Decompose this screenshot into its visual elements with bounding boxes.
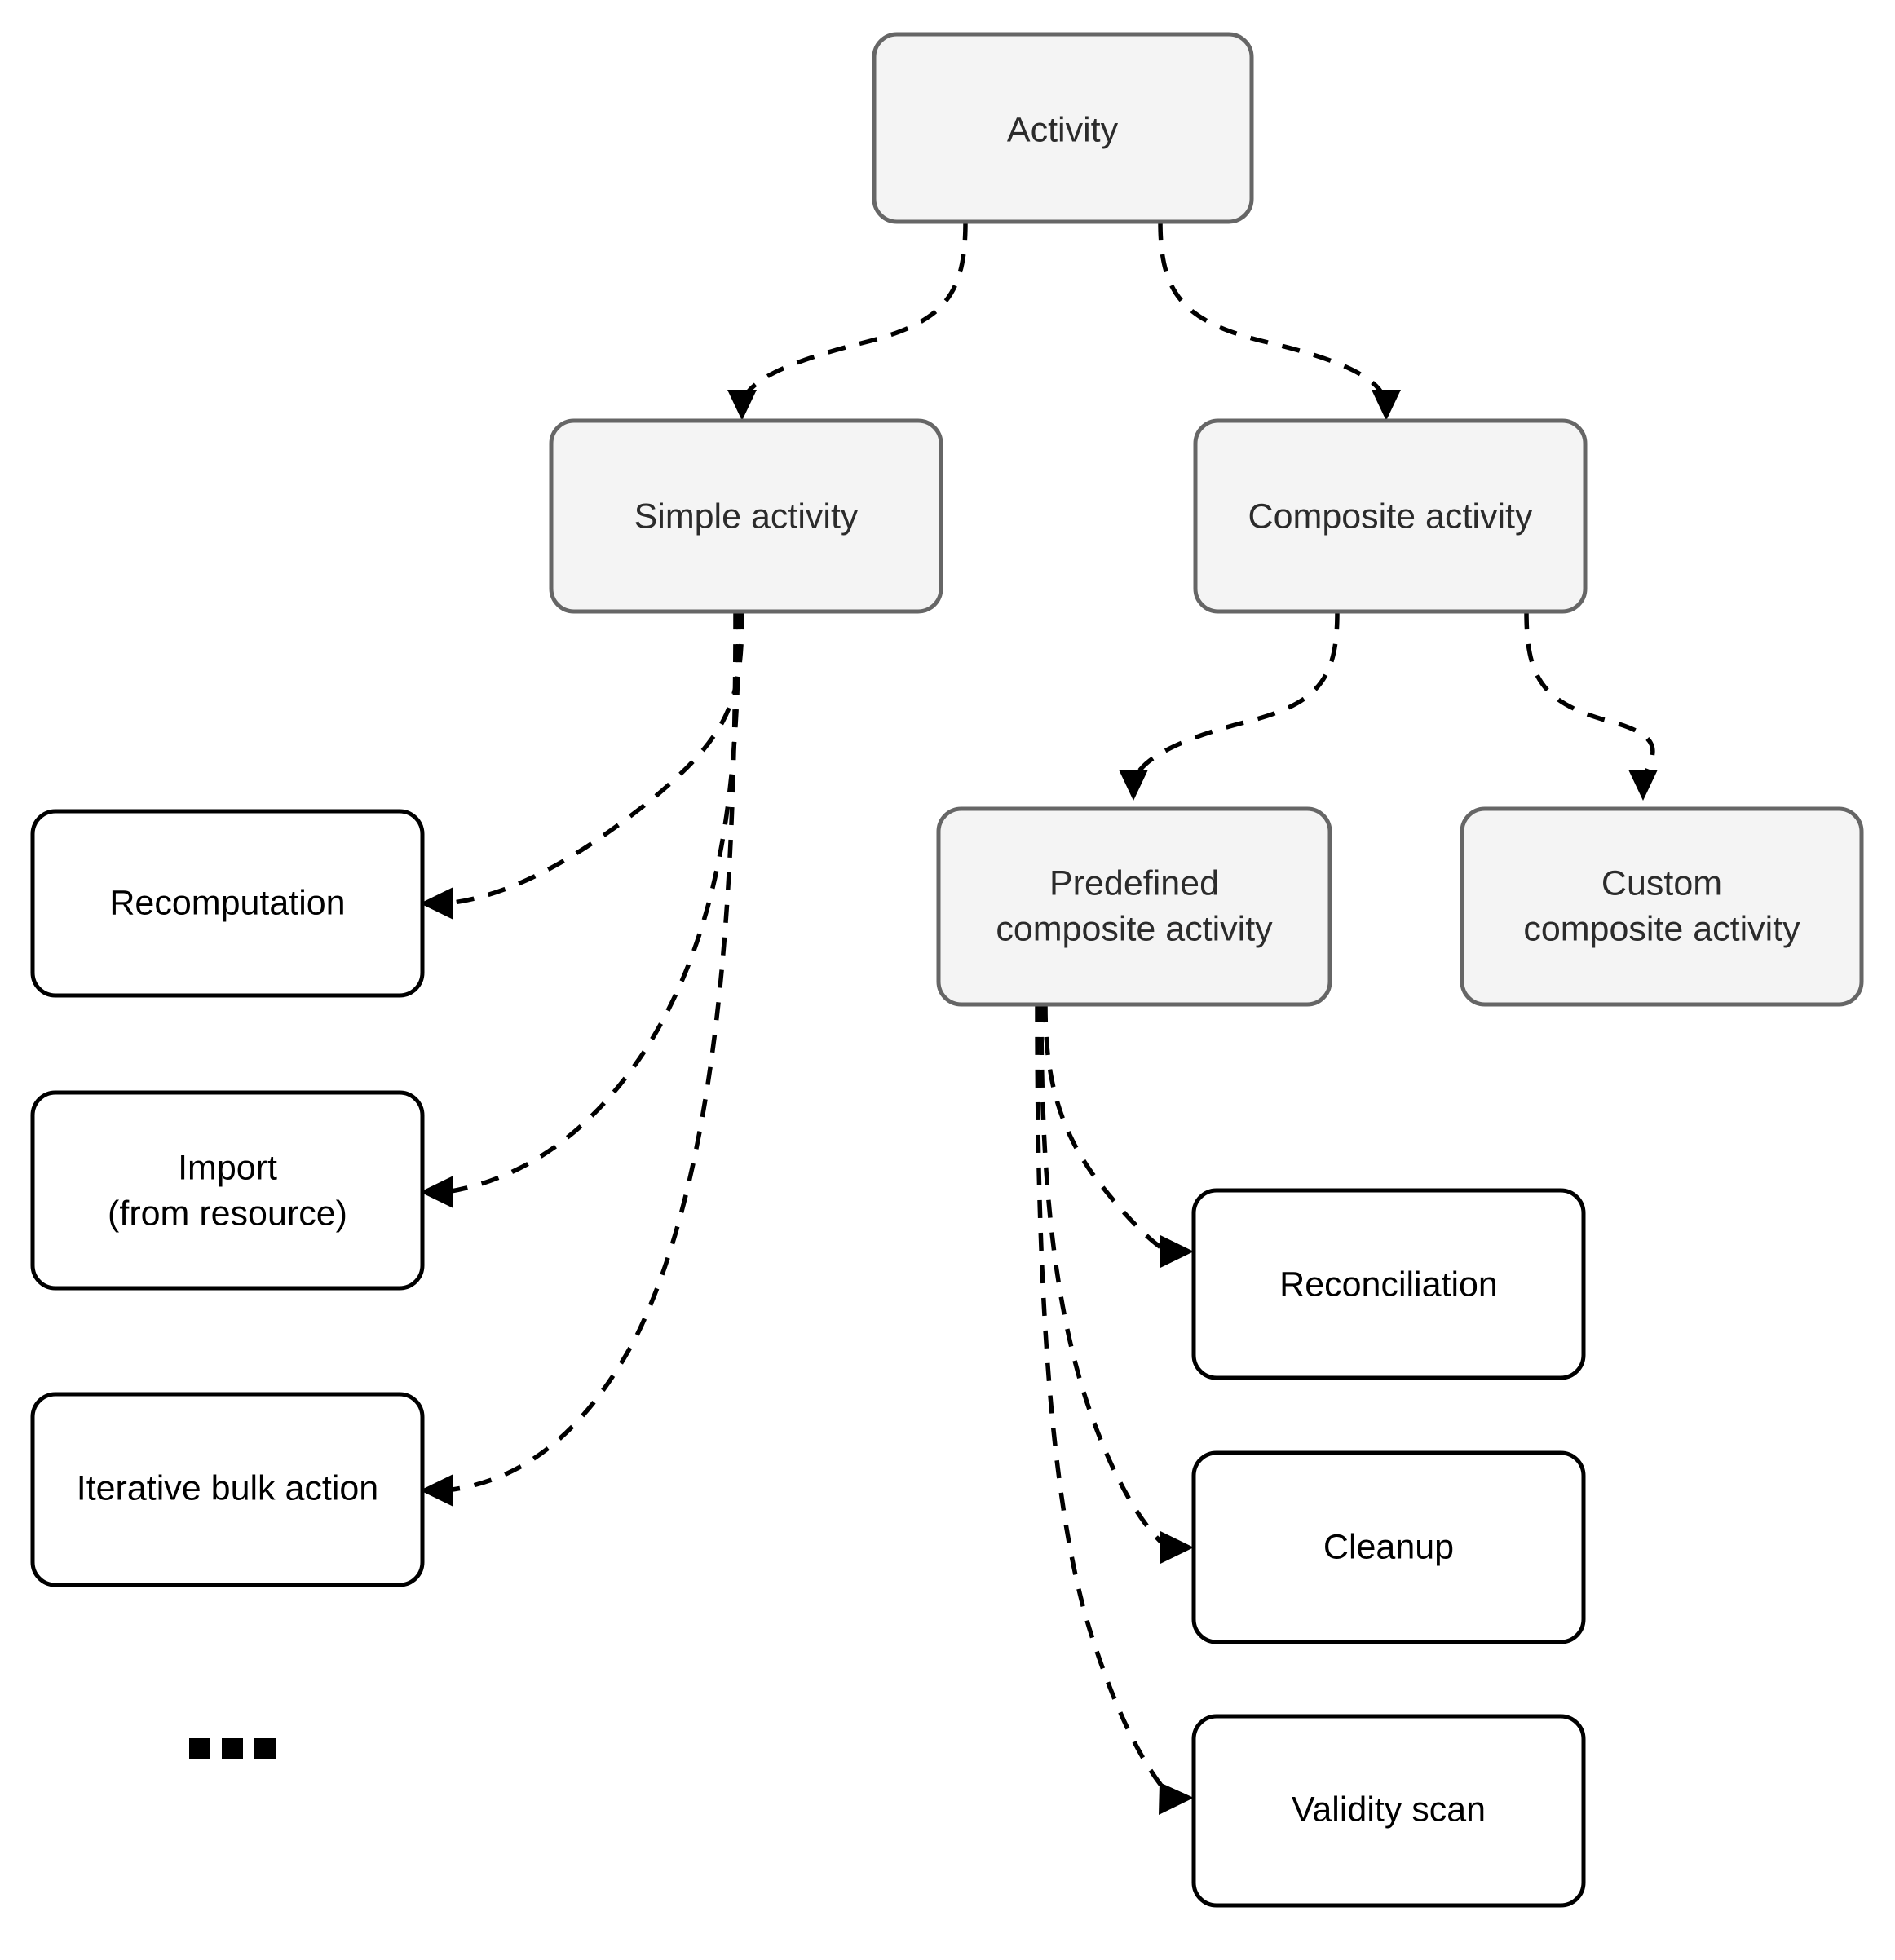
arrowhead-icon xyxy=(1628,770,1658,801)
node-simple-activity-box[interactable] xyxy=(549,418,943,614)
ellipsis-dot-2 xyxy=(222,1738,243,1759)
node-predefined-composite-activity-label-line2: composite activity xyxy=(996,909,1273,948)
arrowhead-icon xyxy=(1160,1531,1194,1564)
node-validity-scan[interactable]: Validity scan xyxy=(1191,1714,1586,1908)
edge-composite-activity-to-predefined xyxy=(1119,611,1340,801)
node-iterative-bulk-action[interactable]: Iterative bulk action xyxy=(30,1392,425,1587)
edge-activity-to-simple-activity xyxy=(727,221,968,421)
node-custom-composite-activity-label-line2: composite activity xyxy=(1523,909,1800,948)
arrowhead-icon xyxy=(1159,1782,1194,1815)
node-cleanup-label: Cleanup xyxy=(1323,1527,1454,1566)
node-import-from-resource[interactable]: Import (from resource) xyxy=(30,1090,425,1291)
node-recomputation-label: Recomputation xyxy=(109,883,345,922)
node-import-from-resource-box[interactable] xyxy=(30,1090,425,1291)
node-iterative-bulk-action-box[interactable] xyxy=(30,1392,425,1587)
more-items-ellipsis xyxy=(189,1738,276,1759)
node-composite-activity[interactable]: Composite activity xyxy=(1193,418,1588,614)
ellipsis-dot-3 xyxy=(254,1738,276,1759)
node-recomputation[interactable]: Recomputation xyxy=(30,809,425,998)
edge-predefined-to-reconciliation xyxy=(1043,1004,1194,1268)
node-iterative-bulk-action-label: Iterative bulk action xyxy=(77,1468,378,1508)
edge-simple-activity-to-recomputation xyxy=(420,611,744,920)
node-import-from-resource-label-line2: (from resource) xyxy=(108,1194,347,1233)
node-predefined-composite-activity[interactable]: Predefined composite activity xyxy=(936,806,1332,1007)
node-simple-activity[interactable]: Simple activity xyxy=(549,418,943,614)
node-composite-activity-box[interactable] xyxy=(1193,418,1588,614)
arrowhead-icon xyxy=(1119,770,1148,801)
node-predefined-composite-activity-box[interactable] xyxy=(936,806,1332,1007)
node-recomputation-box[interactable] xyxy=(30,809,425,998)
node-activity[interactable]: Activity xyxy=(872,32,1254,224)
edge-predefined-to-validity-scan xyxy=(1035,1004,1194,1815)
node-simple-activity-label: Simple activity xyxy=(634,497,859,536)
node-custom-composite-activity[interactable]: Custom composite activity xyxy=(1460,806,1864,1007)
edge-simple-activity-to-import xyxy=(420,611,741,1208)
node-activity-box[interactable] xyxy=(872,32,1254,224)
node-custom-composite-activity-box[interactable] xyxy=(1460,806,1864,1007)
node-import-from-resource-label-line1: Import xyxy=(178,1148,277,1187)
node-activity-label: Activity xyxy=(1007,110,1119,149)
node-reconciliation[interactable]: Reconciliation xyxy=(1191,1188,1586,1380)
node-reconciliation-box[interactable] xyxy=(1191,1188,1586,1380)
node-cleanup-box[interactable] xyxy=(1191,1450,1586,1644)
ellipsis-dot-1 xyxy=(189,1738,210,1759)
node-predefined-composite-activity-label-line1: Predefined xyxy=(1049,863,1219,903)
edge-composite-activity-to-custom xyxy=(1524,611,1658,801)
node-layer: Activity Simple activity Composite activ… xyxy=(30,32,1864,1908)
edge-layer xyxy=(420,221,1658,1815)
arrowhead-icon xyxy=(1160,1235,1194,1268)
arrowhead-icon xyxy=(1372,390,1401,421)
arrowhead-icon xyxy=(420,1474,453,1507)
node-validity-scan-box[interactable] xyxy=(1191,1714,1586,1908)
edge-predefined-to-cleanup xyxy=(1039,1004,1194,1564)
node-composite-activity-label: Composite activity xyxy=(1248,497,1533,536)
node-custom-composite-activity-label-line1: Custom xyxy=(1601,863,1722,903)
arrowhead-icon xyxy=(727,390,757,421)
node-validity-scan-label: Validity scan xyxy=(1292,1790,1486,1829)
node-reconciliation-label: Reconciliation xyxy=(1279,1265,1498,1304)
arrowhead-icon xyxy=(420,887,453,920)
node-cleanup[interactable]: Cleanup xyxy=(1191,1450,1586,1644)
edge-activity-to-composite-activity xyxy=(1158,221,1401,421)
edge-simple-activity-to-iterative-bulk-action xyxy=(420,611,738,1507)
arrowhead-icon xyxy=(420,1176,453,1208)
